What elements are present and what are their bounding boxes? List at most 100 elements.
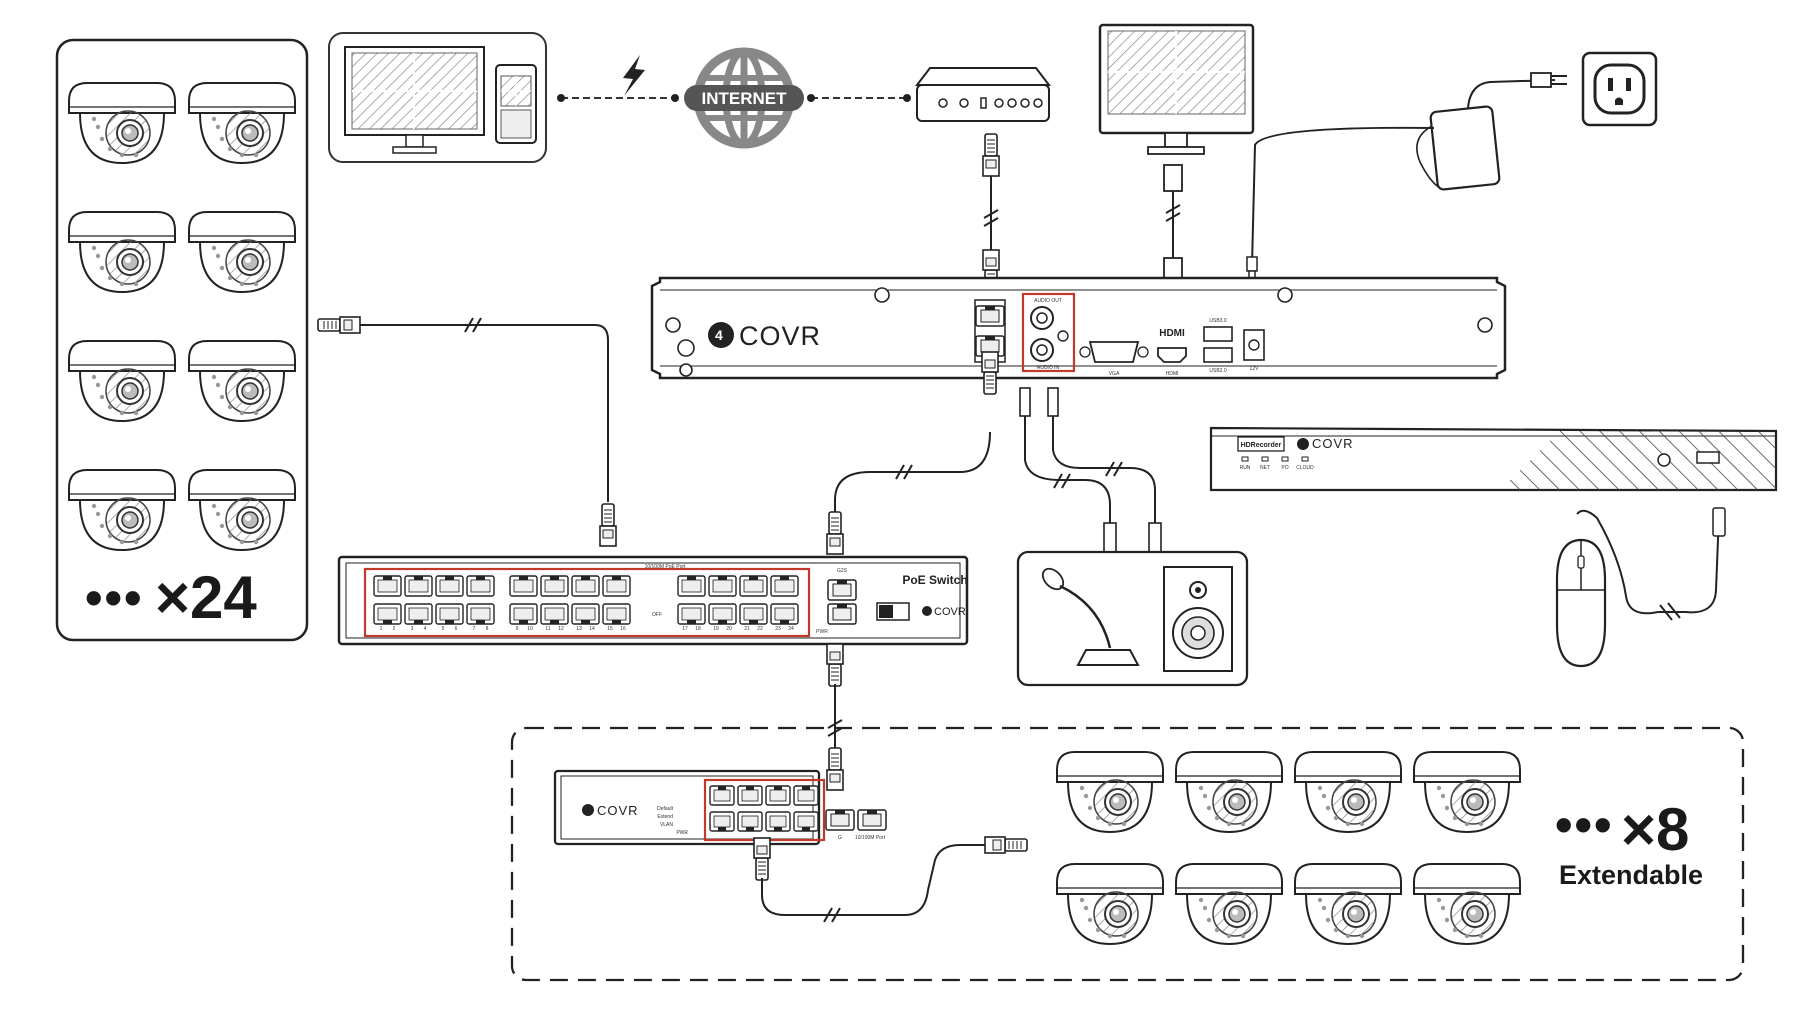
switch-pwr-label: PWR bbox=[816, 629, 828, 635]
internet-link bbox=[557, 55, 911, 102]
dome-camera-icon bbox=[1294, 863, 1402, 945]
poe-port bbox=[373, 603, 402, 625]
poe-port bbox=[765, 785, 791, 806]
poe-port bbox=[709, 811, 735, 832]
power-adapter-icon bbox=[1416, 72, 1567, 191]
left-count-dots: ••• bbox=[85, 570, 144, 626]
poe-port-label: 3 bbox=[411, 626, 414, 632]
hdmi-cable bbox=[1163, 164, 1183, 281]
switch-brand: COVR bbox=[934, 606, 966, 618]
poe-port bbox=[466, 603, 495, 625]
poe-port bbox=[373, 575, 402, 597]
poe-port bbox=[677, 575, 706, 597]
poe-port bbox=[571, 603, 600, 625]
recorder-led bbox=[1301, 456, 1309, 462]
poe-port-label: 12 bbox=[558, 626, 564, 632]
poe-port bbox=[602, 603, 631, 625]
poe-port-label: 10 bbox=[527, 626, 533, 632]
router-icon bbox=[914, 67, 1052, 122]
poe-port bbox=[708, 603, 737, 625]
extendable-label: Extendable bbox=[1559, 860, 1703, 890]
lightning-icon bbox=[623, 55, 645, 96]
audio-out-label: AUDIO OUT bbox=[1034, 298, 1062, 304]
poe-port bbox=[540, 575, 569, 597]
small-switch-default: Default bbox=[657, 806, 673, 812]
remote-viewing-devices bbox=[328, 32, 547, 163]
recorder-brand: COVR bbox=[1312, 436, 1354, 451]
switch-uplink-cable bbox=[826, 643, 844, 791]
nvr-brand: COVR bbox=[739, 321, 821, 351]
switch-g2s-label: G2S bbox=[837, 568, 848, 574]
poe-port-label: 7 bbox=[473, 626, 476, 632]
poe-port bbox=[770, 603, 799, 625]
router-lan-cable bbox=[982, 133, 1000, 293]
dome-camera-icon bbox=[1175, 863, 1283, 945]
poe-port bbox=[770, 575, 799, 597]
poe-port bbox=[737, 811, 763, 832]
poe-port-label: 19 bbox=[713, 626, 719, 632]
recorder-led bbox=[1281, 456, 1289, 462]
poe-port bbox=[435, 575, 464, 597]
poe-port bbox=[435, 603, 464, 625]
recorder-badge: HDRecorder bbox=[1241, 442, 1282, 449]
extend-count-dots: ••• bbox=[1555, 797, 1614, 853]
desktop-monitor-icon bbox=[344, 46, 485, 154]
poe-port bbox=[540, 603, 569, 625]
svg-text:4: 4 bbox=[715, 327, 723, 343]
poe-port bbox=[509, 603, 538, 625]
audio-cables bbox=[1019, 387, 1162, 554]
small-switch-brand: COVR bbox=[597, 803, 639, 818]
wall-outlet-icon bbox=[1581, 51, 1658, 127]
dome-camera-icon bbox=[1413, 863, 1521, 945]
switch-off-label: OFF bbox=[652, 612, 662, 618]
poe-port-label: 23 bbox=[775, 626, 781, 632]
power-cable bbox=[1251, 126, 1435, 266]
poe-port bbox=[571, 575, 600, 597]
poe-port-label: 9 bbox=[516, 626, 519, 632]
small-switch-extend: Extend bbox=[657, 814, 673, 820]
extendable-group bbox=[510, 726, 1745, 982]
tablet-icon bbox=[495, 64, 537, 144]
poe-port bbox=[739, 603, 768, 625]
audio-devices-box bbox=[1016, 550, 1249, 687]
usb2-label: USB2.0 bbox=[1209, 368, 1226, 374]
poe-port-label: 5 bbox=[442, 626, 445, 632]
poe-port-label: 21 bbox=[744, 626, 750, 632]
poe-port-label: 15 bbox=[607, 626, 613, 632]
poe-port bbox=[509, 575, 538, 597]
small-switch-pwr: PWR bbox=[676, 830, 688, 836]
poe-port bbox=[708, 575, 737, 597]
microphone-icon bbox=[1041, 567, 1140, 666]
nvr-switch-cable bbox=[826, 351, 999, 555]
nvr-logo: 4 COVR bbox=[708, 321, 821, 351]
camera-switch-cable bbox=[317, 316, 617, 547]
extend-camera-cable bbox=[753, 836, 1028, 923]
poe-port-label: 24 bbox=[788, 626, 794, 632]
recorder-led-label: RUN bbox=[1240, 465, 1251, 471]
power-label: 12V bbox=[1250, 366, 1260, 372]
poe-port bbox=[404, 603, 433, 625]
recorder-led-label: NET bbox=[1260, 465, 1270, 471]
small-switch-g: G bbox=[838, 835, 842, 841]
small-switch-vlan: VLAN bbox=[660, 822, 673, 828]
mouse-icon bbox=[1555, 507, 1726, 668]
recorder-led-label: PO bbox=[1281, 465, 1288, 471]
poe-port bbox=[765, 811, 791, 832]
hdmi-label: HDMI bbox=[1166, 371, 1179, 377]
recorder-led bbox=[1241, 456, 1249, 462]
small-switch-uplink: 10/100M Port bbox=[855, 835, 886, 841]
poe-port-label: 2 bbox=[393, 626, 396, 632]
left-camera-count: ×24 bbox=[155, 564, 257, 631]
internet-globe-icon: INTERNET bbox=[684, 47, 804, 149]
audio-ports-highlight bbox=[1021, 292, 1076, 373]
switch-title: PoE Switch bbox=[902, 573, 967, 587]
hdmi-logo-label: HDMI bbox=[1159, 328, 1185, 339]
poe-port-label: 20 bbox=[726, 626, 732, 632]
camera-group-24: ••• ×24 bbox=[55, 38, 309, 642]
poe-port-label: 17 bbox=[682, 626, 688, 632]
poe-switch-8: COVR Default Extend VLAN PWR G 10/100M P… bbox=[553, 769, 887, 846]
poe-port bbox=[709, 785, 735, 806]
switch-ports-highlight bbox=[363, 567, 811, 638]
